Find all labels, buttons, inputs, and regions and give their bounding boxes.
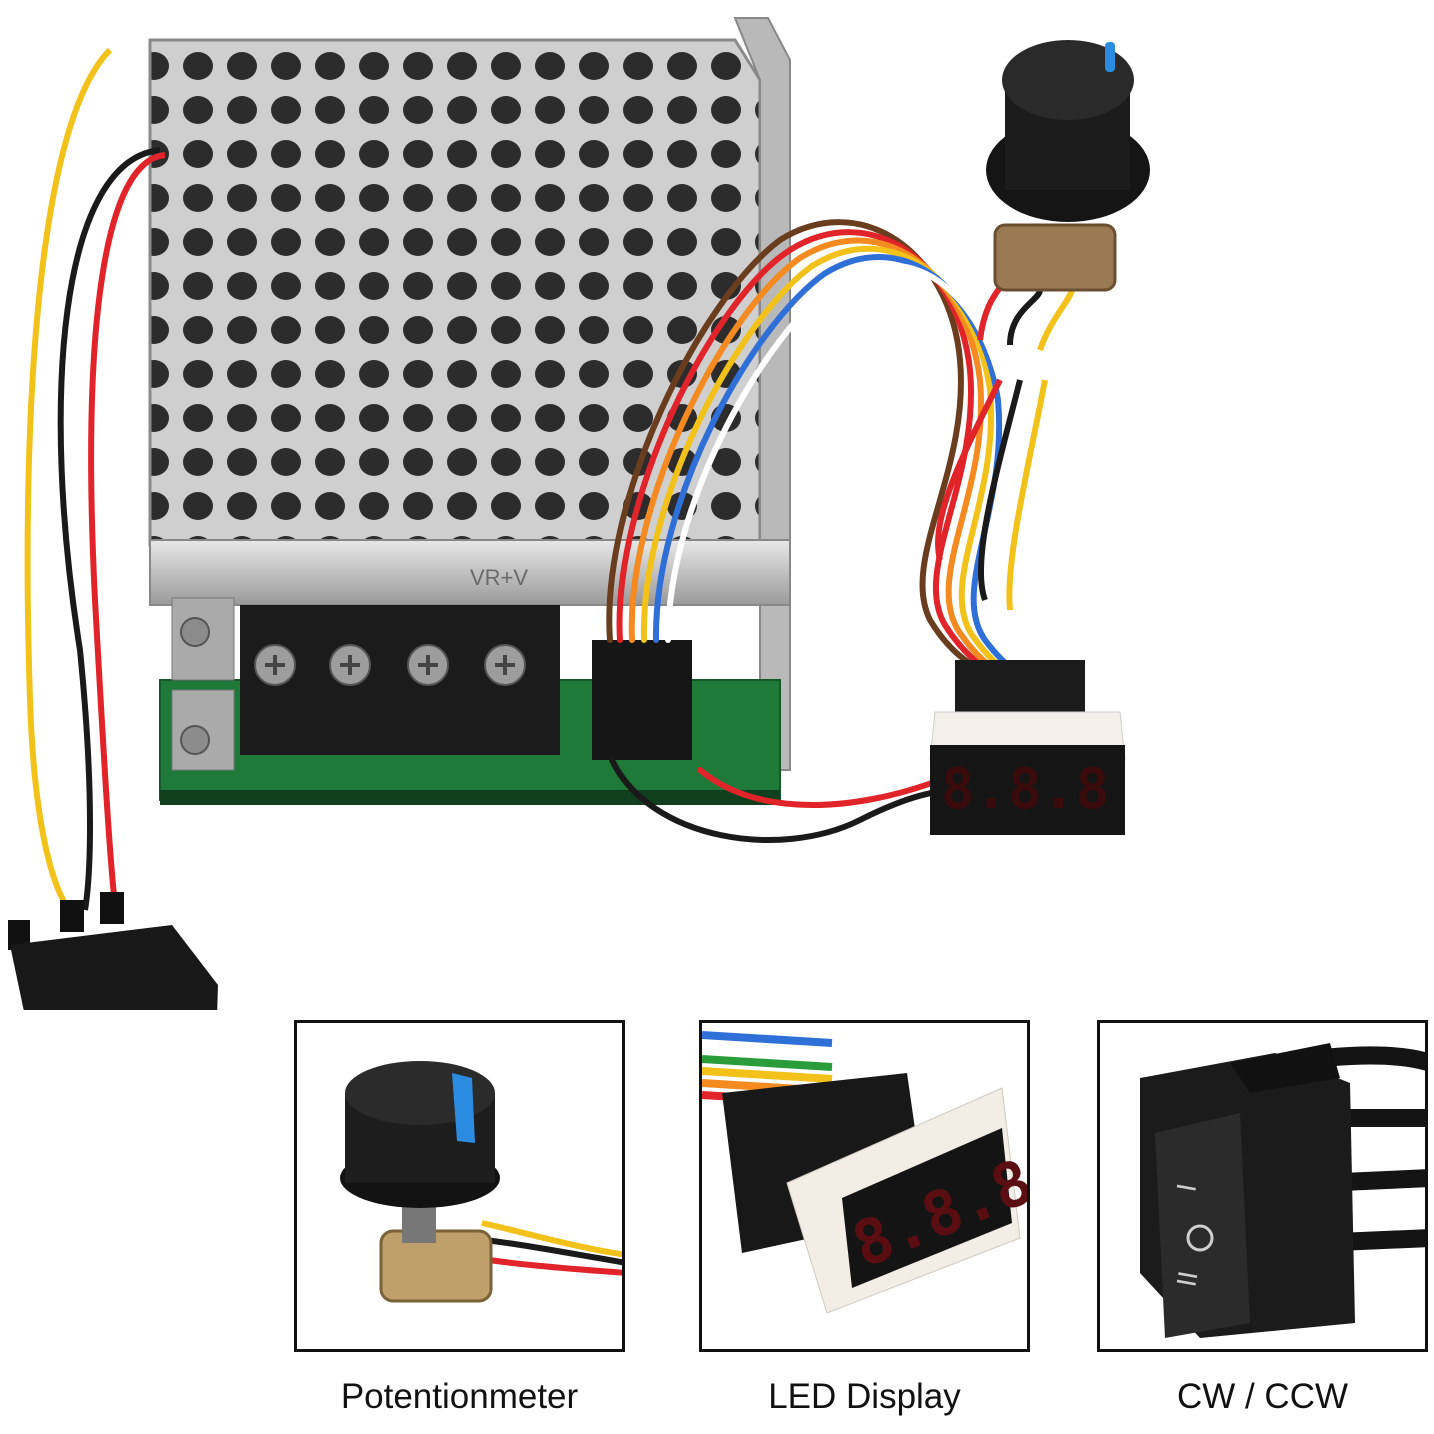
- product-photo: VR+V: [8, 17, 1150, 1010]
- display-digits: 8.8.8: [941, 757, 1110, 822]
- terminal-block: [171, 597, 560, 771]
- rocker-switch-panel: I II: [1097, 1020, 1428, 1352]
- header-connectors: [592, 640, 692, 760]
- led-display-caption: LED Display: [768, 1377, 961, 1416]
- controller-label: VR+V: [470, 565, 528, 590]
- svg-text:II: II: [1172, 1269, 1204, 1289]
- ribbon-cable: [606, 219, 1075, 843]
- motor-controller-case: VR+V: [148, 17, 791, 771]
- led-display-icon: 8.8.8: [929, 660, 1126, 835]
- led-display-panel: 8.8.8: [699, 1020, 1030, 1352]
- potentiometer-panel: [294, 1020, 625, 1352]
- potentiometer-caption: Potentionmeter: [340, 1377, 579, 1416]
- rocker-switch-icon: [8, 47, 218, 1010]
- potentiometer-knob-icon: [340, 1061, 622, 1303]
- rocker-switch-icon: I II: [1140, 1043, 1425, 1338]
- rocker-switch-caption: CW / CCW: [1176, 1377, 1349, 1416]
- potentiometer-knob-icon: [935, 40, 1150, 611]
- led-display-icon: 8.8.8: [702, 1031, 1027, 1314]
